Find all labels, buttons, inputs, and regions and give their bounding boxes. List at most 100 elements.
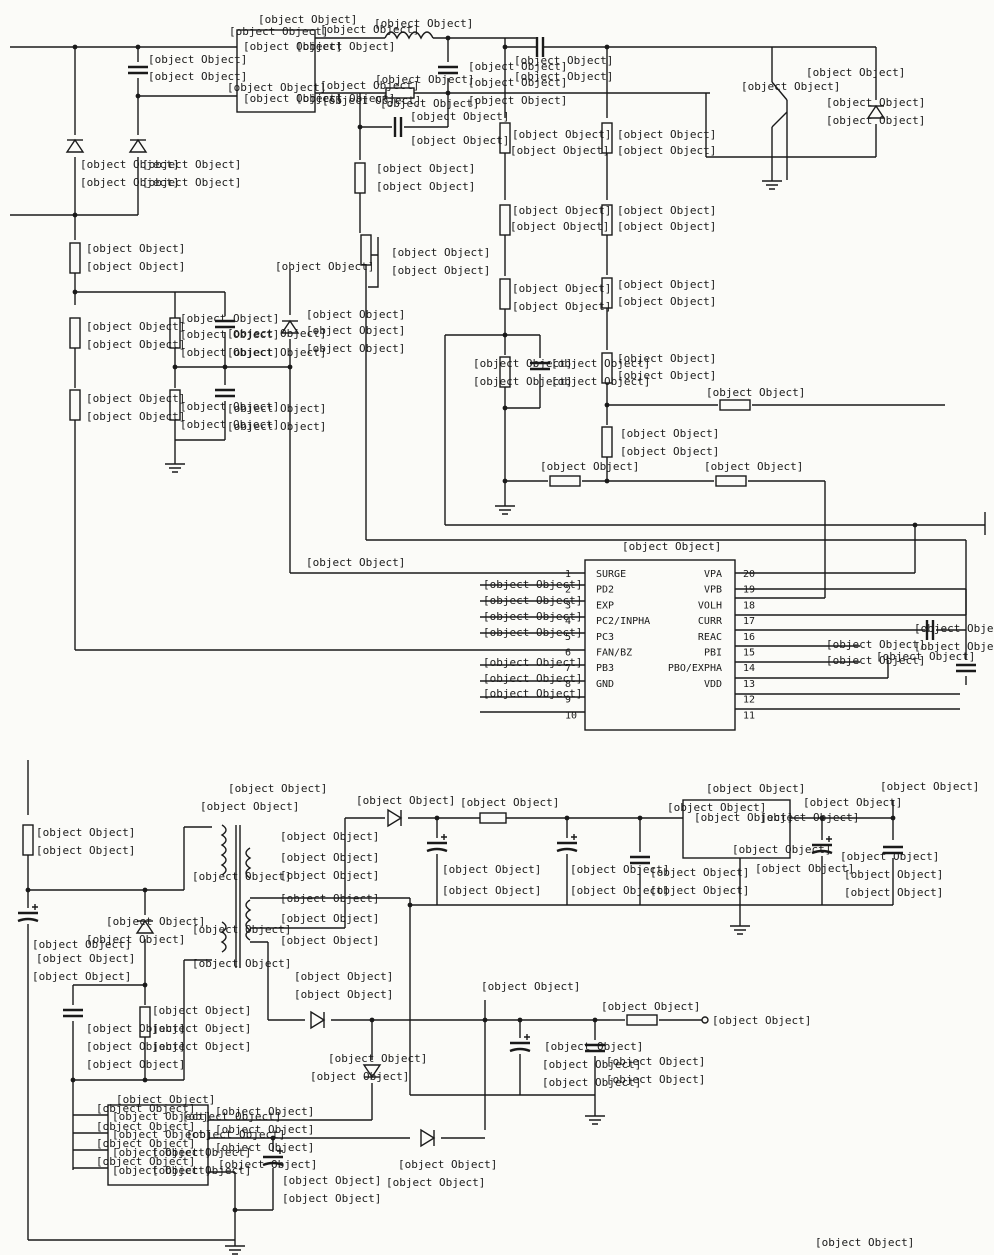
u90-vout: [object Object] <box>760 811 859 824</box>
pao-net: [object Object] <box>483 687 582 700</box>
pb1-net: [object Object] <box>826 638 925 651</box>
r15-label: [object Object] <box>620 427 719 440</box>
ground-symbol <box>165 458 185 473</box>
r14-label: [object Object] <box>473 357 572 370</box>
u92-drain3: [object Object] <box>112 1146 211 1159</box>
r24-resistor <box>719 399 751 411</box>
vr1-wiper <box>368 237 379 288</box>
u1-pin-number: 3 <box>565 600 571 611</box>
plus5v-u1: [object Object] <box>876 650 975 663</box>
ec91-capacitor <box>509 1047 531 1053</box>
junction-dot <box>135 93 141 99</box>
u1-chip <box>584 559 736 731</box>
ec92-value: [object Object] <box>442 884 541 897</box>
r2-resistor <box>354 162 366 194</box>
ec94-value1: [object Object] <box>844 868 943 881</box>
c3-label: [object Object] <box>410 110 509 123</box>
dw1-value: [object Object] <box>826 114 925 127</box>
junction-dot <box>502 405 508 411</box>
u1-pin-number: 10 <box>565 710 577 721</box>
r92-label: [object Object] <box>460 796 559 809</box>
u1-pin-name: PC3 <box>596 632 614 643</box>
c26-label: [object Object] <box>914 622 994 635</box>
ec91-capacitor <box>524 1034 530 1040</box>
u1-pin-name: VOLH <box>698 600 722 611</box>
ec91-value2: [object Object] <box>542 1076 641 1089</box>
r4-value: [object Object] <box>617 144 716 157</box>
r3-value: [object Object] <box>510 144 609 157</box>
junction-dot <box>434 815 440 821</box>
ec92-label: [object Object] <box>442 863 541 876</box>
bg1-bridge <box>236 29 316 113</box>
t90-p5: [object Object] <box>280 934 379 947</box>
r91-value1: [object Object] <box>152 1022 251 1035</box>
t90-label: [object Object] <box>228 782 327 795</box>
gnd-net: [object Object] <box>483 672 582 685</box>
plus18v: [object Object] <box>712 1014 811 1027</box>
ec93-capacitor <box>571 834 577 840</box>
u1-pin-name: FAN/BZ <box>596 648 632 659</box>
c4-value2: [object Object] <box>468 94 567 107</box>
u90-gnd: [object Object] <box>732 843 831 856</box>
r16-resistor <box>549 475 581 487</box>
u1-label: [object Object] <box>622 540 721 553</box>
d94-diode <box>362 1064 382 1079</box>
u1-pin-name: PB3 <box>596 663 614 674</box>
r17-label: [object Object] <box>512 282 611 295</box>
r26-value: [object Object] <box>86 338 185 351</box>
u90-regulator <box>682 799 791 859</box>
junction-dot <box>222 364 228 370</box>
c7-capacitor <box>215 388 235 398</box>
t90-p3: [object Object] <box>192 923 291 936</box>
c1-capacitor <box>128 65 148 75</box>
u1-pin-number: 6 <box>565 648 571 659</box>
plus5v-reg: [object Object] <box>880 780 979 793</box>
c90-label: [object Object] <box>650 866 749 879</box>
junction-dot <box>890 815 896 821</box>
zero-net: [object Object] <box>483 610 582 623</box>
u92-p6: [object Object] <box>96 1120 195 1133</box>
c1-value: [object Object] <box>148 70 247 83</box>
r1-value1: [object Object] <box>180 328 279 341</box>
vr1-label: [object Object] <box>391 246 490 259</box>
d91-diode <box>135 919 155 934</box>
ec94-capacitor <box>811 849 833 855</box>
ground-symbol <box>225 1240 245 1255</box>
ec94-capacitor <box>826 836 832 842</box>
t90-p2: [object Object] <box>192 870 291 883</box>
u1-pin-number: 14 <box>743 663 755 674</box>
u92-drain2: [object Object] <box>112 1128 211 1141</box>
ec95-label: [object Object] <box>282 1174 381 1187</box>
junction-dot <box>172 364 178 370</box>
c5-label: [object Object] <box>514 54 613 67</box>
u1-pin-name: EXP <box>596 600 614 611</box>
u1-pin-name: PD2 <box>596 585 614 596</box>
u1-pin-number: 5 <box>565 632 571 643</box>
ec90-label: [object Object] <box>32 938 131 951</box>
d92-label: [object Object] <box>356 794 455 807</box>
zener-8v-note: [object Object] <box>386 1176 485 1189</box>
d2-value: [object Object] <box>142 176 241 189</box>
u90-pin2: [object Object] <box>755 862 854 875</box>
t90-sec1 <box>245 847 252 879</box>
bg1-label: [object Object] <box>258 13 357 26</box>
igbt1-label: [object Object] <box>741 80 840 93</box>
c92-capacitor <box>585 1043 605 1053</box>
r17-value: [object Object] <box>512 300 611 313</box>
u1-pin-name: GND <box>596 679 614 690</box>
r24-label: [object Object] <box>706 386 805 399</box>
r29-resistor <box>69 242 81 274</box>
ec91-value1: [object Object] <box>542 1058 641 1071</box>
r5-label: [object Object] <box>617 204 716 217</box>
u1-pin-number: 8 <box>565 679 571 690</box>
vcc-label: [object Object] <box>481 980 580 993</box>
r26-resistor <box>69 317 81 349</box>
ground-symbol <box>585 1110 605 1125</box>
d93-value: [object Object] <box>294 988 393 1001</box>
c90-value: [object Object] <box>650 884 749 897</box>
c3-capacitor <box>393 117 403 137</box>
u92-p1: [object Object] <box>218 1158 317 1171</box>
u92-drain4: [object Object] <box>112 1164 211 1177</box>
ec92-capacitor <box>426 847 448 853</box>
